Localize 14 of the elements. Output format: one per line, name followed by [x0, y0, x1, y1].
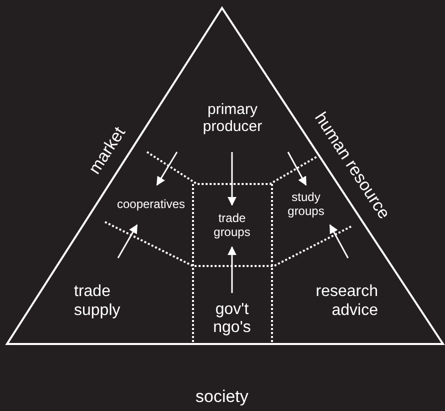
arrow — [228, 246, 236, 293]
region-label: gov't ngo's — [212, 300, 252, 338]
region-label: study groups — [287, 191, 325, 219]
region-label: trade supply — [74, 283, 122, 320]
region-label: research advice — [314, 283, 378, 320]
side-label: society — [196, 388, 248, 404]
region-label: cooperatives — [116, 198, 186, 212]
region-label: trade groups — [212, 212, 252, 240]
region-label: primary producer — [202, 100, 264, 136]
arrow — [156, 152, 178, 186]
arrow — [329, 224, 349, 258]
arrow — [287, 152, 307, 186]
arrow — [117, 224, 138, 258]
arrow — [228, 152, 236, 206]
